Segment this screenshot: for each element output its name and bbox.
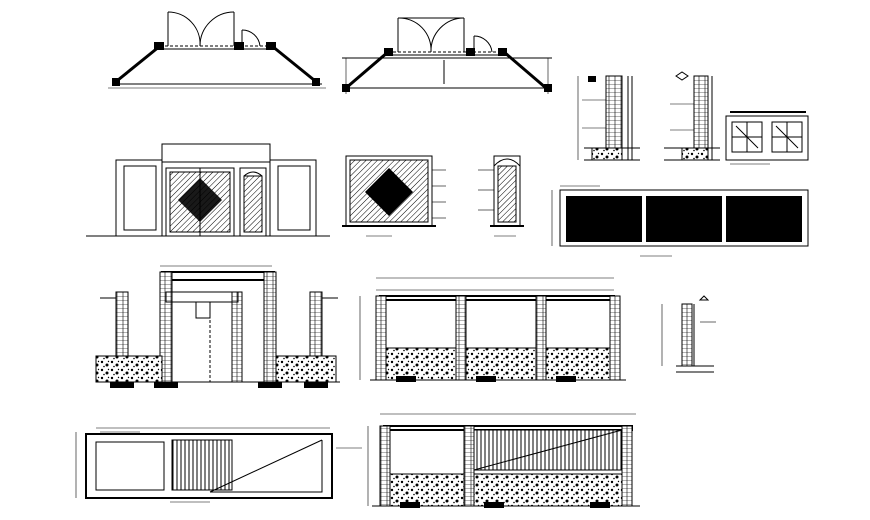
gate-leaf-detail	[342, 155, 446, 237]
post-detail	[661, 295, 716, 373]
railing-fence-section	[367, 413, 640, 508]
gate-plan-b	[342, 17, 552, 94]
gate-plan-a	[108, 11, 326, 89]
fence-panel-elevation	[551, 185, 809, 257]
fence-section	[359, 277, 626, 382]
column-section-a	[577, 75, 640, 161]
gate-section-elevation	[95, 265, 340, 388]
door-leaf-detail	[478, 155, 524, 237]
sliding-gate-elevation	[75, 427, 362, 503]
column-section-b	[664, 71, 720, 161]
window-detail	[725, 111, 809, 165]
gate-elevation	[86, 143, 330, 237]
